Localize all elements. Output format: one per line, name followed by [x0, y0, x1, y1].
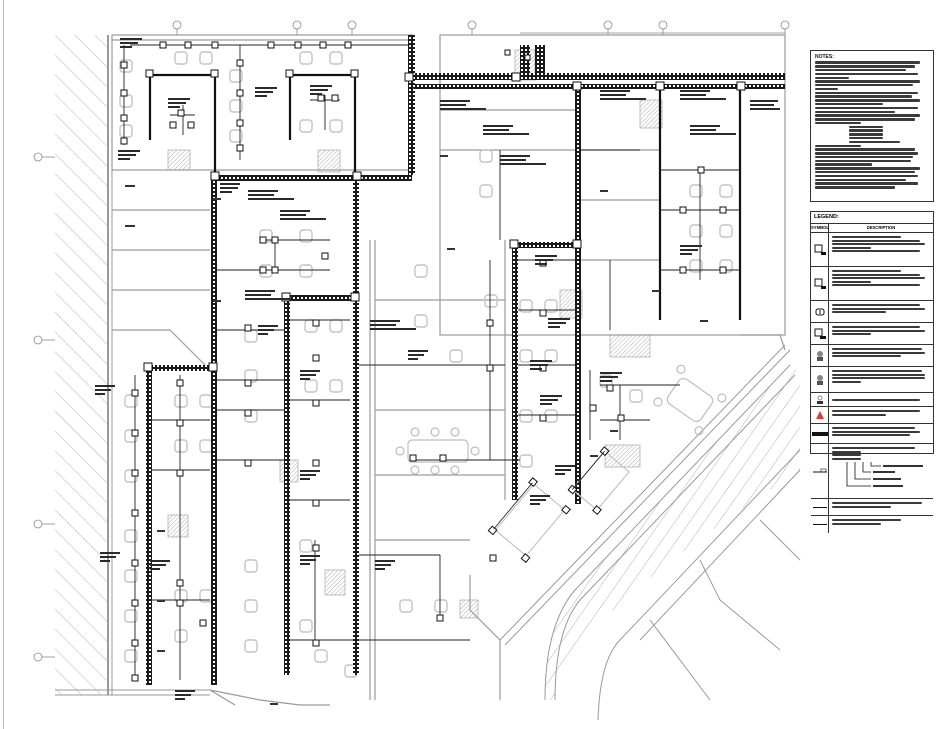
angled-workstations	[487, 477, 571, 563]
floor-boxes	[120, 41, 727, 682]
legend-row	[811, 267, 933, 301]
cable-tray-icon	[811, 431, 828, 436]
pole-outlet-icon	[816, 350, 823, 361]
notes-body	[815, 61, 929, 189]
legend-row	[811, 301, 933, 323]
floor-box-icon	[814, 278, 826, 289]
legend-row	[811, 323, 933, 345]
legend-title: LEGEND:	[811, 212, 933, 224]
duplex-outlet-icon	[815, 308, 824, 315]
annotation-labels	[95, 38, 780, 700]
legend-description-header: DESCRIPTION	[866, 225, 896, 230]
panel-tag-icon	[812, 468, 827, 473]
legend-row	[811, 407, 933, 424]
warning-triangle-icon	[815, 411, 824, 419]
dimension-labels	[125, 155, 708, 705]
data-outlet-icon	[816, 395, 823, 404]
notes-title: NOTES:	[815, 54, 834, 60]
legend-row	[811, 393, 933, 407]
legend-header: SYMBOL DESCRIPTION	[811, 224, 933, 233]
legend-row	[811, 424, 933, 444]
conduit-line-icon	[812, 523, 827, 526]
angled-workstations-2	[567, 446, 630, 516]
panel-tag-callout-diagram	[846, 462, 923, 487]
legend-symbol-header: SYMBOL	[811, 224, 829, 232]
grid-bubbles	[33, 20, 790, 662]
conduit-line-icon	[812, 506, 827, 508]
sheet-border	[3, 0, 4, 729]
legend-row	[811, 233, 933, 267]
round-meeting-table	[653, 364, 727, 436]
tray-junctions	[143, 69, 746, 372]
legend-row	[811, 345, 933, 367]
floor-box-icon	[814, 244, 826, 255]
legend-row	[811, 499, 933, 516]
cable-trays	[146, 35, 785, 685]
legend-row	[811, 516, 933, 533]
legend-row	[811, 444, 933, 499]
conduit-runs	[148, 73, 742, 320]
exterior-hatch-zone	[55, 35, 210, 696]
conference-table	[395, 427, 480, 475]
pole-outlet-icon	[816, 374, 823, 385]
legend-panel: LEGEND: SYMBOL DESCRIPTION	[810, 211, 934, 533]
power-supply-box-icon	[814, 328, 826, 339]
legend-row	[811, 367, 933, 393]
ramp-hatch	[545, 365, 800, 700]
general-notes-panel: NOTES:	[810, 50, 934, 202]
architectural-walls	[111, 34, 786, 706]
